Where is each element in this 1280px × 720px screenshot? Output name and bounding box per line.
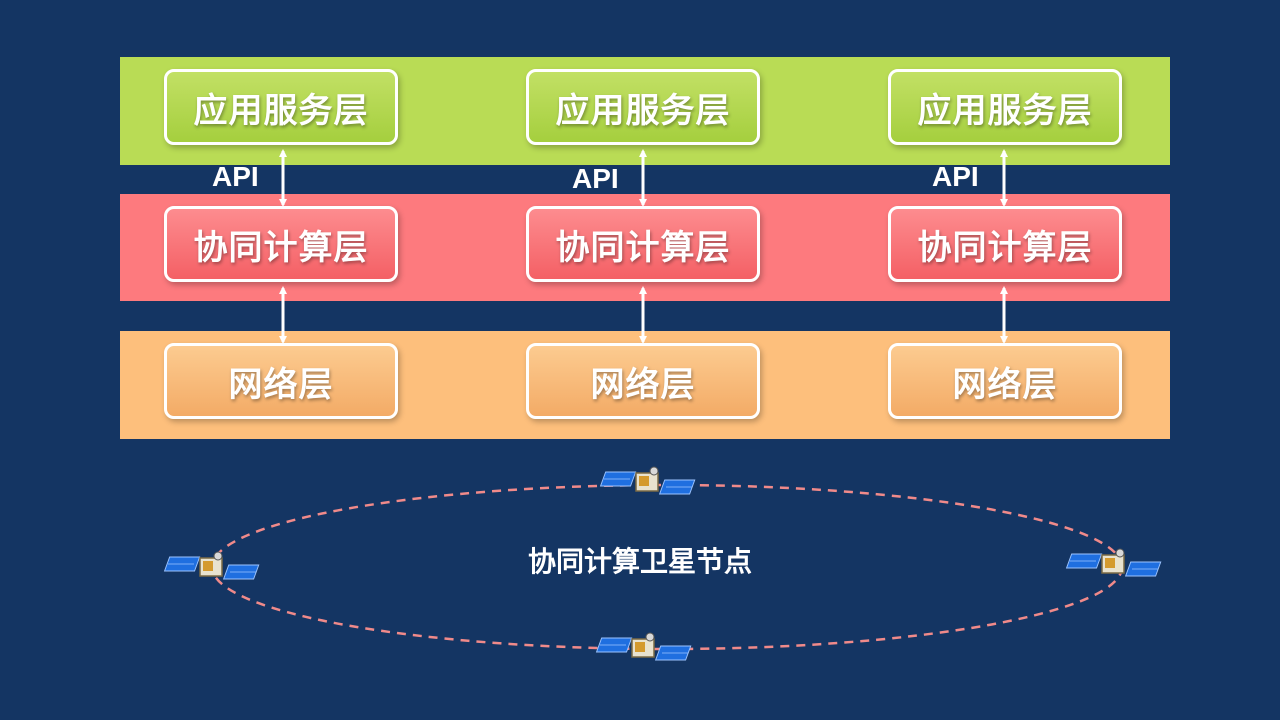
network-layer-box-2: 网络层 <box>526 343 760 419</box>
satellite-icon <box>163 551 260 580</box>
network-layer-box-1: 网络层 <box>164 343 398 419</box>
api-label-2: API <box>572 163 619 194</box>
compute-layer-box-2: 协同计算层 <box>526 206 760 282</box>
network-layer-box-3: 网络层 <box>888 343 1122 419</box>
compute-layer-box-3: 协同计算层 <box>888 206 1122 282</box>
application-layer-box-2: 应用服务层 <box>526 69 760 145</box>
satellite-icon <box>595 632 692 661</box>
satellite-icon <box>599 466 696 495</box>
compute-layer-box-1: 协同计算层 <box>164 206 398 282</box>
application-layer-box-1: 应用服务层 <box>164 69 398 145</box>
api-label-3: API <box>932 161 979 192</box>
orbit-label: 协同计算卫星节点 <box>527 545 752 578</box>
application-layer-box-3: 应用服务层 <box>888 69 1122 145</box>
api-label-1: API <box>212 161 259 192</box>
